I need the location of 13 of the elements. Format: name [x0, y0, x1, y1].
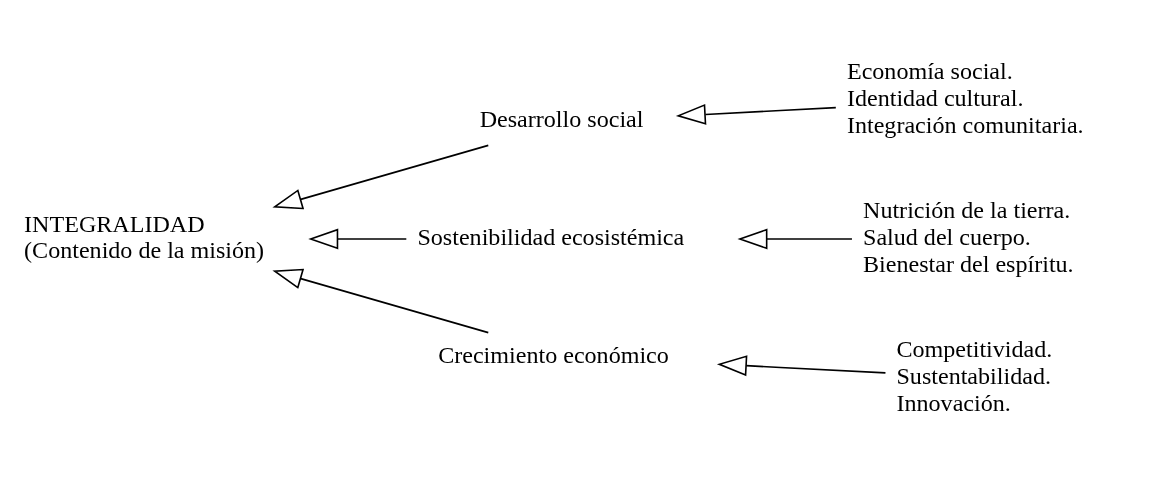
arrow	[272, 144, 490, 210]
arrow	[716, 355, 887, 377]
arrow	[675, 103, 837, 125]
node-text: Sostenibilidad ecosistémica	[417, 223, 685, 250]
node-text: Economía social. Identidad cultural. Integración comunitaria.	[846, 57, 1084, 138]
node-text: Crecimiento económico	[438, 341, 669, 368]
node-text: Competitividad. Sustentabilidad. Innovación.	[896, 336, 1053, 416]
arrow	[308, 228, 408, 250]
node-text: Nutrición de la tierra. Salud del cuerpo. Bienestar del espíritu.	[863, 197, 1074, 277]
arrow	[737, 228, 853, 250]
node-text: Desarrollo social	[479, 106, 644, 133]
node-text: INTEGRALIDAD (Contenido de la misión)	[24, 210, 265, 264]
arrow	[272, 268, 490, 334]
